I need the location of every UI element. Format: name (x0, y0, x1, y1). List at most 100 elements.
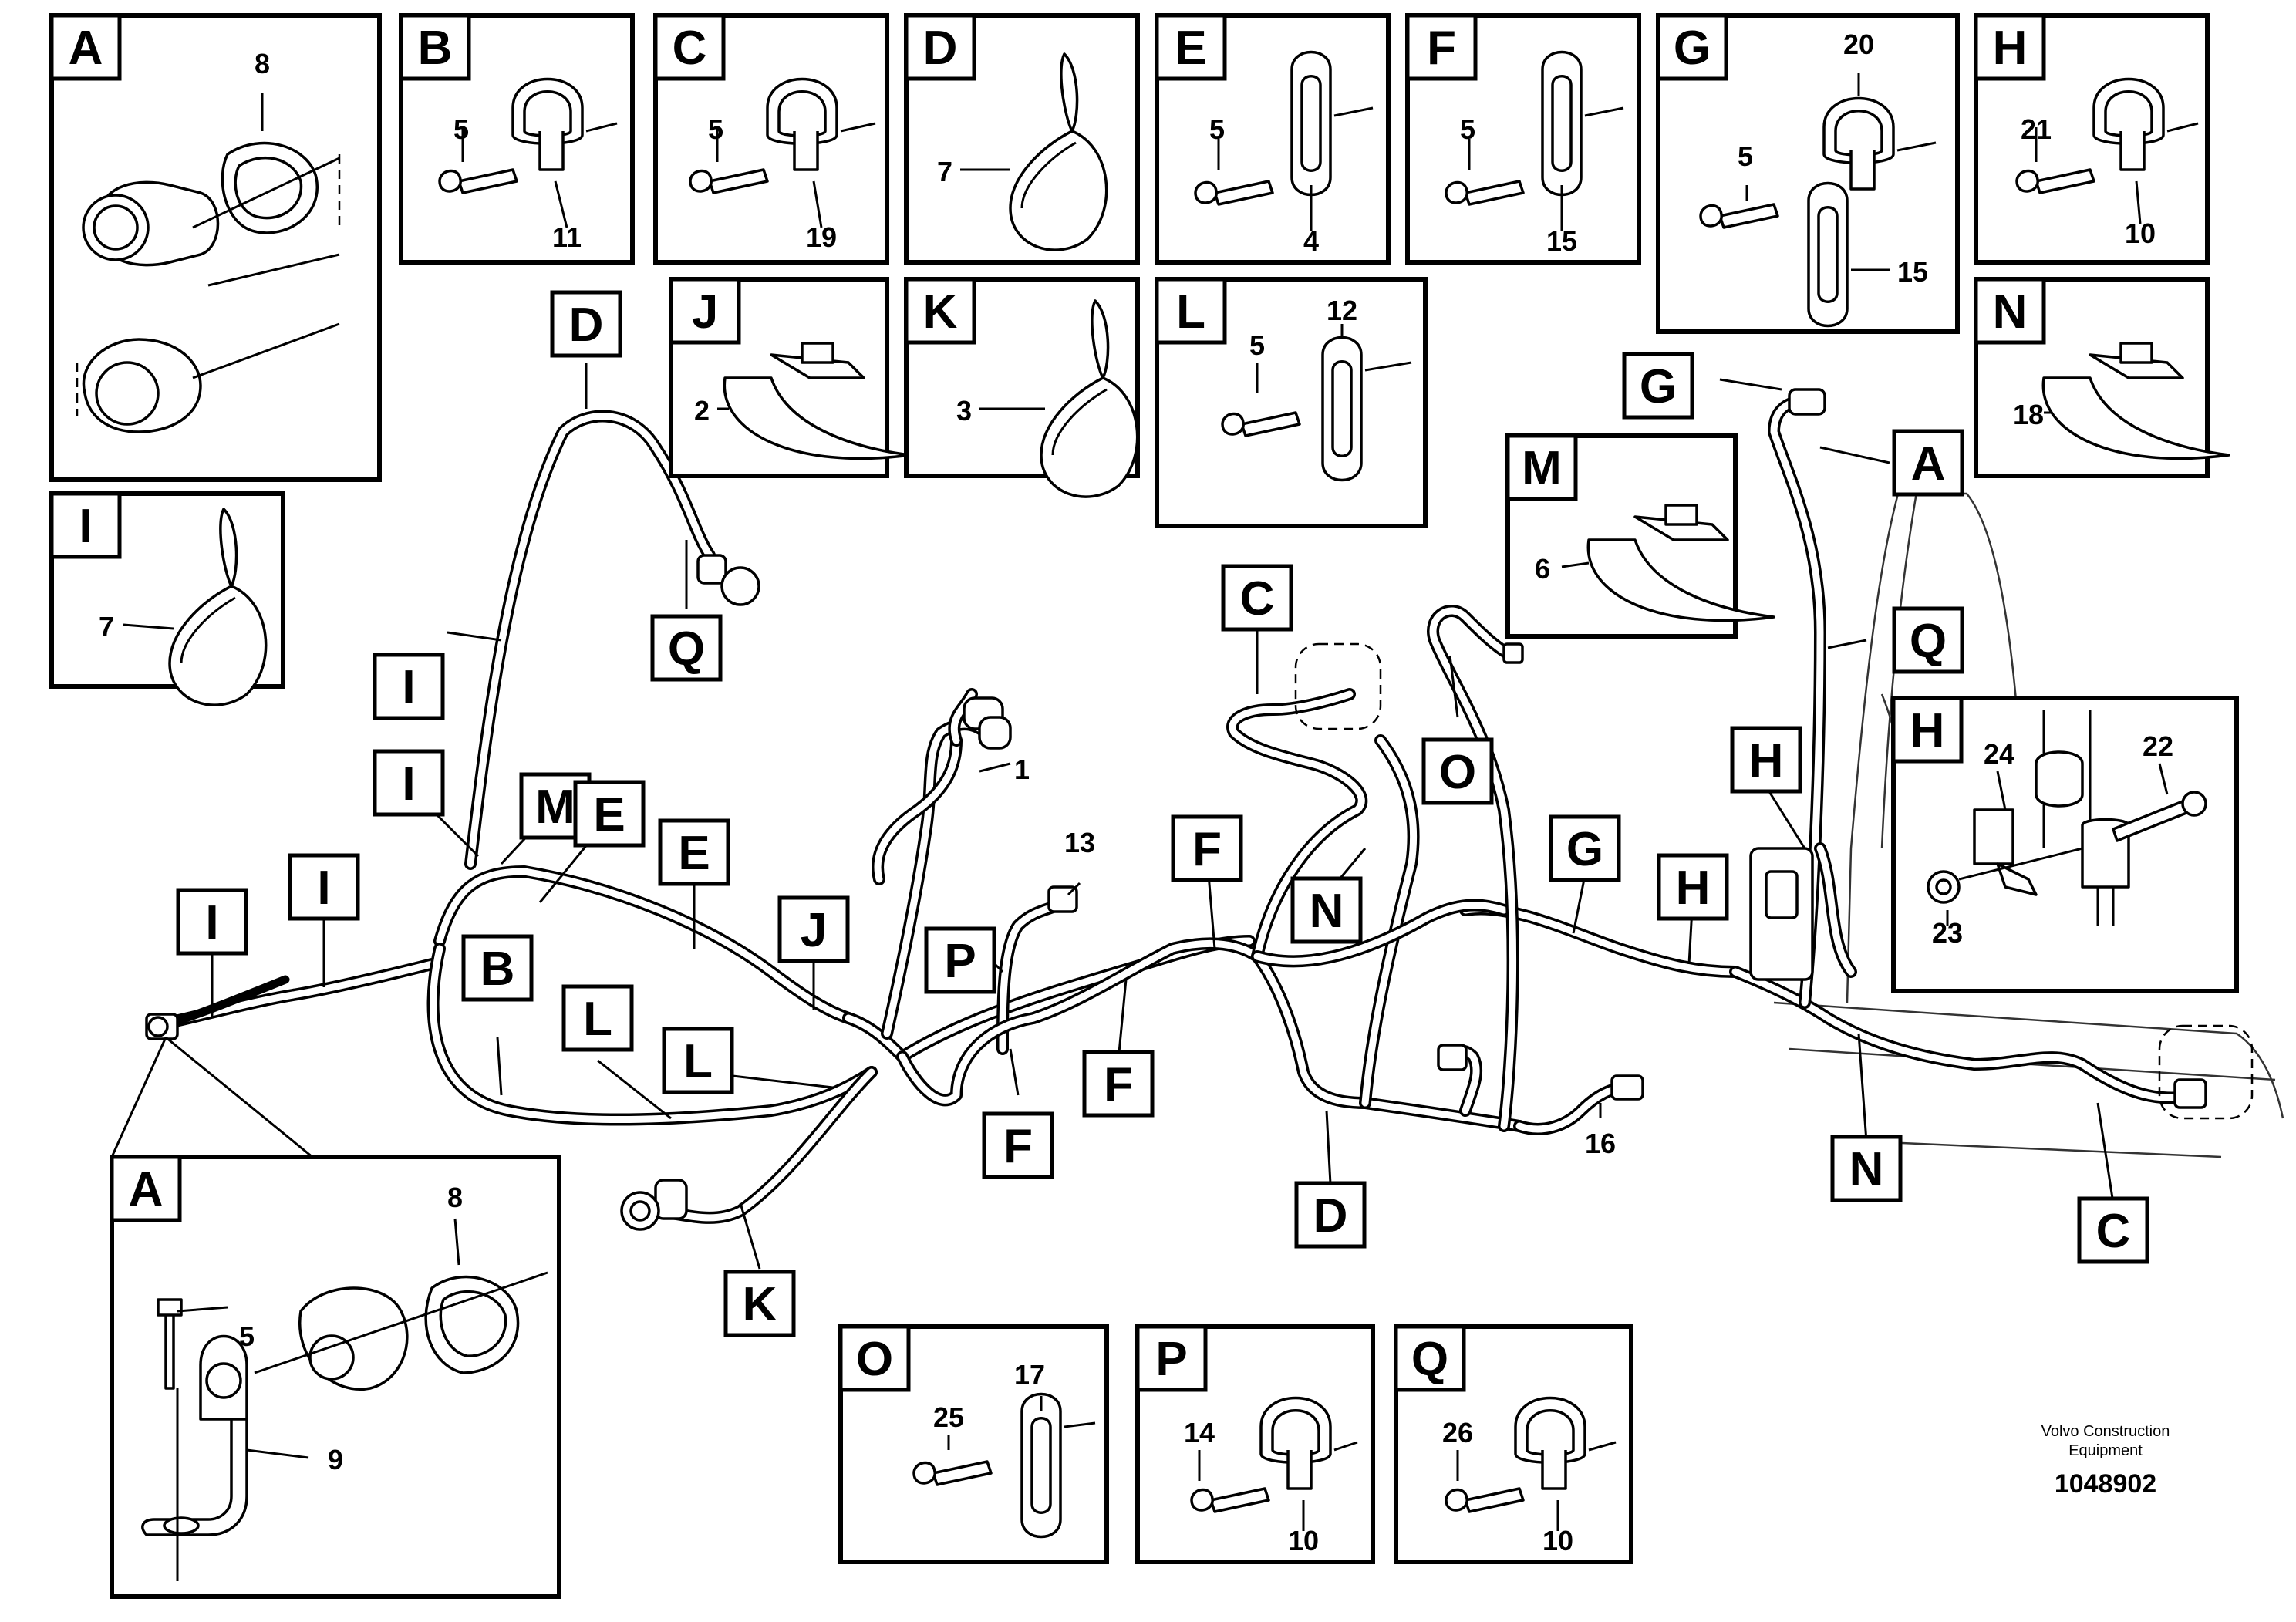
part-number: 8 (255, 48, 270, 79)
callout-tag-letter: H (1676, 862, 1711, 915)
callout-tag-box (723, 1270, 796, 1337)
callout-tag-letter: G (1566, 823, 1603, 876)
part-number: 25 (933, 1401, 964, 1433)
callout-tag-letter: P (944, 935, 976, 988)
part-number: 2 (694, 395, 710, 427)
part-number: 5 (239, 1320, 255, 1352)
panel-A2 (110, 1155, 561, 1599)
panel-tag-letter: N (1993, 285, 2028, 339)
callout-tag-box (1730, 726, 1802, 794)
callout-tag-letter: D (1313, 1189, 1348, 1243)
callout-tag-letter: O (1439, 746, 1476, 799)
callout-tag-letter: L (583, 993, 612, 1046)
part-number: 15 (1897, 256, 1928, 288)
part-number: 3 (956, 395, 972, 427)
part-number: 5 (1738, 140, 1753, 172)
part-number: 5 (1249, 329, 1265, 361)
callout-tag-letter: E (593, 788, 625, 841)
document-number: 1048902 (2055, 1469, 2156, 1499)
callout-tag-box (373, 653, 445, 720)
panel-tag-letter: G (1674, 22, 1711, 75)
callout-tag-box (1082, 1050, 1155, 1118)
callout-tag-letter: G (1640, 360, 1677, 413)
panel-tag-box (49, 13, 122, 81)
part-number: 12 (1327, 295, 1357, 326)
callout-tag-box (1221, 564, 1293, 632)
callout-tag-letter: I (317, 862, 330, 915)
callout-tag-letter: F (1192, 823, 1222, 876)
part-number: 22 (2143, 730, 2173, 762)
part-number: 14 (1184, 1417, 1215, 1448)
panel-tag-box (1405, 13, 1478, 81)
callout-tag-box (1892, 606, 1964, 674)
panel-tag-box (669, 277, 741, 345)
callout-tag-letter: M (535, 781, 575, 834)
callout-tag-box (982, 1111, 1054, 1179)
part-number: 19 (806, 221, 837, 253)
panel-tag-box (1974, 13, 2046, 81)
panel-tag-box (653, 13, 726, 81)
callout-tag-letter: F (1104, 1058, 1133, 1111)
panel-tag-box (1135, 1324, 1208, 1392)
brand-line-1: Volvo Construction (2041, 1423, 2170, 1440)
callout-tag-box (650, 614, 723, 682)
part-number: 24 (1984, 738, 2014, 770)
callout-tag-box (373, 749, 445, 817)
part-number: 6 (1535, 553, 1550, 585)
panel-tag-letter: K (923, 285, 958, 339)
callout-tag-box (2077, 1196, 2149, 1264)
callout-part-number: 16 (1585, 1128, 1616, 1159)
callout-tag-box (1622, 352, 1694, 420)
part-number: 20 (1843, 29, 1874, 60)
panel-tag-letter: D (923, 22, 958, 75)
callout-tag-letter: Q (668, 622, 705, 676)
part-number: 7 (99, 611, 114, 642)
panel-tag-box (904, 13, 976, 81)
part-number: 5 (1209, 113, 1225, 145)
part-number: 7 (937, 156, 952, 187)
callout-tag-box (1657, 853, 1729, 921)
callout-tag-letter: K (743, 1278, 777, 1331)
callout-tag-letter: C (1240, 572, 1275, 626)
panel-J (669, 277, 912, 478)
panel-tag-letter: L (1176, 285, 1205, 339)
part-number: 17 (1014, 1359, 1045, 1391)
panel-tag-box (1974, 277, 2046, 345)
callout-tag-box (777, 895, 850, 963)
callout-tag-box (1830, 1135, 1903, 1202)
callout-tag-box (1892, 429, 1964, 497)
callout-tag-box (658, 818, 730, 886)
panel-tag-box (1505, 433, 1578, 501)
part-number: 26 (1442, 1417, 1473, 1448)
callout-tag-letter: E (678, 827, 710, 880)
panel-A (49, 13, 382, 482)
part-number: 10 (1542, 1525, 1573, 1556)
callout-tag-box (561, 984, 634, 1052)
panel-tag-box (49, 491, 122, 559)
main-harness (148, 395, 2204, 1224)
panel-tag-letter: H (1993, 22, 2028, 75)
panel-tag-letter: P (1155, 1333, 1187, 1386)
part-number: 5 (1460, 113, 1475, 145)
panel-tag-letter: M (1522, 442, 1562, 495)
part-number: 10 (1288, 1525, 1319, 1556)
panel-tag-box (110, 1155, 182, 1222)
part-number: 8 (447, 1182, 463, 1213)
panel-tag-letter: I (79, 500, 92, 553)
callout-tag-box (662, 1027, 734, 1094)
callout-tag-letter: J (801, 904, 827, 957)
callout-tag-box (288, 853, 360, 921)
callout-tag-box (1549, 814, 1621, 882)
part-number: 18 (2013, 399, 2044, 430)
callout-tag-letter: F (1003, 1120, 1033, 1173)
callout-tag-letter: I (402, 661, 415, 714)
footer: Volvo Construction Equipment 1048902 (2041, 1423, 2170, 1499)
part-number: 11 (552, 221, 582, 253)
panel-tag-letter: A (69, 22, 103, 75)
panel-tag-letter: C (673, 22, 707, 75)
callout-tag-letter: I (402, 757, 415, 811)
callout-tag-box (550, 290, 622, 358)
